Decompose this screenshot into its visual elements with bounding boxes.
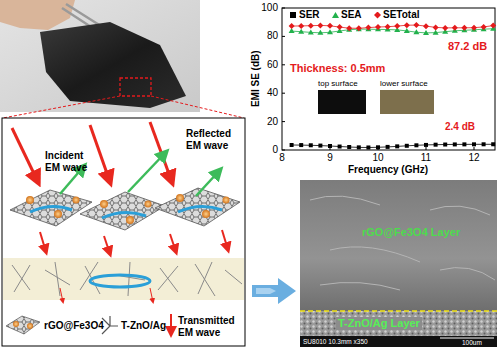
data-marker — [356, 25, 362, 31]
legend-swatch — [332, 12, 339, 18]
data-marker — [481, 24, 487, 30]
data-marker — [453, 142, 457, 146]
data-marker — [472, 142, 476, 146]
surface-photo: lower surface — [380, 90, 434, 114]
data-marker — [337, 24, 343, 30]
data-marker — [433, 24, 439, 30]
node-text: top surface — [318, 79, 358, 88]
data-marker — [461, 25, 467, 31]
data-marker — [318, 144, 322, 148]
data-marker — [347, 145, 351, 149]
tick-label: 10 — [368, 152, 388, 164]
data-marker — [385, 24, 391, 30]
data-marker — [308, 23, 314, 29]
data-marker — [452, 25, 458, 31]
wave-label: Reflected EM wave — [186, 128, 240, 151]
sem-layer: T-ZnO/Ag Layer — [336, 317, 422, 330]
legend-text: Transmitted EM wave — [178, 315, 240, 338]
data-marker — [298, 29, 304, 34]
value-note: Thickness: 0.5mm — [290, 62, 385, 75]
data-marker — [328, 144, 332, 148]
data-marker — [442, 25, 448, 31]
axis-title: Frequency (GHz) — [328, 164, 448, 176]
data-marker — [413, 29, 419, 34]
tick-label: 9 — [320, 152, 340, 164]
legend-text: SER — [299, 9, 320, 21]
sem-info: SU8010 10.3mm x350 — [303, 338, 368, 345]
data-marker — [491, 142, 495, 146]
scale-label: 100um — [462, 339, 482, 346]
legend-swatch — [374, 12, 381, 19]
wave-label: Incident EM wave — [45, 150, 91, 173]
tick-label: 8 — [272, 152, 292, 164]
tick-label: 60 — [258, 59, 278, 71]
data-marker — [309, 143, 313, 147]
data-marker — [386, 145, 390, 149]
data-marker — [490, 23, 496, 29]
tick-label: 80 — [258, 30, 278, 42]
data-marker — [357, 145, 361, 149]
data-marker — [482, 142, 486, 146]
node-text: T-ZnO/Ag Layer — [338, 317, 420, 330]
node-text: rGO@Fe3O4 Layer — [362, 226, 460, 239]
tick-label: 40 — [258, 87, 278, 99]
data-marker — [366, 145, 370, 149]
data-marker — [317, 22, 323, 28]
data-marker — [327, 23, 333, 29]
tick-label: 20 — [258, 116, 278, 128]
data-marker — [462, 142, 466, 146]
legend-text: rGO@Fe3O4 — [44, 320, 104, 332]
data-marker — [376, 145, 380, 149]
data-marker — [317, 30, 323, 35]
tick-label: 12 — [464, 152, 484, 164]
legend-text: SEA — [341, 9, 362, 21]
data-marker — [289, 23, 295, 29]
data-marker — [424, 143, 428, 147]
data-marker — [405, 144, 409, 148]
data-marker — [338, 145, 342, 149]
data-marker — [346, 25, 352, 31]
data-marker — [413, 22, 419, 28]
data-marker — [434, 143, 438, 147]
legend-text: SETotal — [383, 9, 419, 21]
sem-layer: rGO@Fe3O4 Layer — [362, 226, 460, 239]
tick-label: 100 — [258, 2, 278, 14]
tick-label: 0 — [258, 144, 278, 156]
data-marker — [404, 28, 410, 33]
legend-swatch — [290, 12, 296, 18]
data-marker — [327, 29, 333, 34]
axis-title: EMI SE (dB) — [250, 39, 262, 119]
data-marker — [471, 25, 477, 31]
tick-label: 11 — [416, 152, 436, 164]
value-note: 2.4 dB — [445, 121, 475, 133]
value-note: 87.2 dB — [448, 40, 487, 53]
data-marker — [299, 143, 303, 147]
data-marker — [298, 23, 304, 29]
data-marker — [443, 143, 447, 147]
surface-photo: top surface — [318, 90, 366, 114]
data-marker — [356, 26, 362, 31]
node-text: lower surface — [380, 79, 428, 88]
data-marker — [375, 24, 381, 30]
data-marker — [365, 25, 371, 31]
data-marker — [394, 23, 400, 29]
data-marker — [308, 29, 314, 34]
data-marker — [290, 143, 294, 147]
data-marker — [423, 30, 429, 35]
legend-text: T-ZnO/Ag — [121, 320, 166, 332]
data-marker — [423, 23, 429, 29]
data-marker — [404, 22, 410, 28]
data-marker — [414, 143, 418, 147]
data-marker — [395, 144, 399, 148]
